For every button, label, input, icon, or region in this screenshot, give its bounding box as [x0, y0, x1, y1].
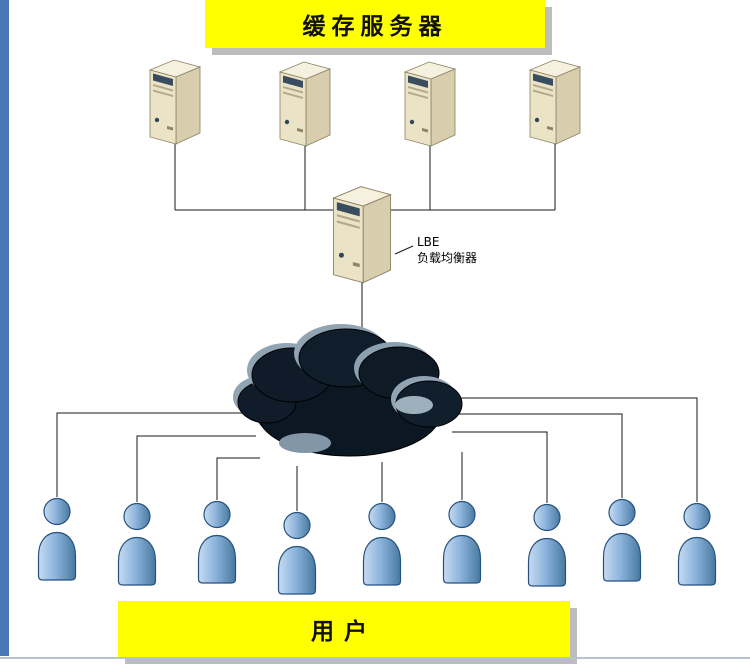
user-icon-6: [438, 500, 486, 584]
cache-server-icon-2: [277, 58, 333, 148]
bottom-banner-label: 用户: [311, 619, 377, 645]
left-accent-strip: [0, 0, 9, 656]
user-icon-4: [273, 511, 321, 595]
load-balancer-icon: [330, 182, 394, 285]
bottom-banner: 用户: [118, 601, 570, 657]
user-icon-8: [598, 498, 646, 582]
user-icon-1: [33, 497, 81, 581]
load-balancer-label-line1: LBE: [417, 235, 440, 249]
bottom-divider: [0, 657, 750, 659]
user-icon-2: [113, 502, 161, 586]
cache-server-icon-3: [402, 58, 458, 148]
load-balancer-label: LBE 负载均衡器: [417, 235, 477, 266]
user-icon-9: [673, 502, 721, 586]
user-icon-5: [358, 502, 406, 586]
user-icon-3: [193, 500, 241, 584]
user-icon-7: [523, 503, 571, 587]
top-banner: 缓存服务器: [205, 0, 545, 48]
network-cloud-icon: [233, 324, 463, 457]
load-balancer-label-line2: 负载均衡器: [417, 250, 478, 265]
top-banner-label: 缓存服务器: [302, 14, 448, 40]
cache-server-icon-4: [527, 56, 583, 146]
cache-server-icon-1: [147, 56, 203, 146]
